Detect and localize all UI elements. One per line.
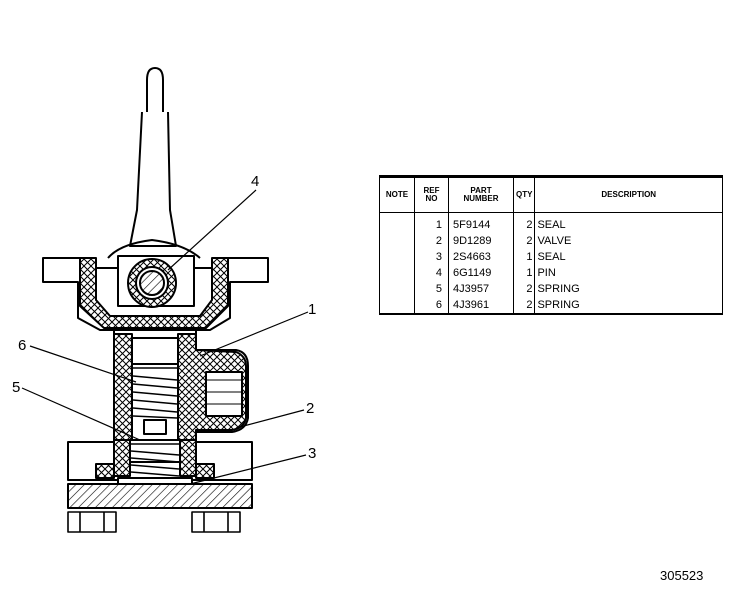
cell-note — [379, 297, 415, 315]
callout-6: 6 — [18, 337, 27, 354]
header-qty: QTY — [512, 175, 536, 213]
cell-description: SEAL — [534, 212, 723, 233]
table-row: 3 2S4663 1 SEAL — [379, 249, 723, 265]
handle-lever — [107, 67, 201, 259]
header-description: DESCRIPTION — [534, 175, 723, 213]
table-row: 2 9D1289 2 VALVE — [379, 233, 723, 249]
cell-note — [379, 281, 415, 297]
cell-ref: 1 — [414, 212, 449, 233]
cell-note — [379, 249, 415, 265]
leader-lines — [21, 189, 309, 485]
table-row: 5 4J3957 2 SPRING — [379, 281, 723, 297]
cell-qty: 2 — [513, 297, 536, 315]
cell-description: SPRING — [534, 297, 723, 315]
table-row: 6 4J3961 2 SPRING — [379, 297, 723, 315]
cell-description: VALVE — [534, 233, 723, 249]
cell-qty: 2 — [513, 233, 536, 249]
spring-part-6 — [132, 367, 178, 419]
callout-3: 3 — [308, 445, 317, 462]
valve-part-2 — [143, 419, 167, 435]
cell-ref: 6 — [414, 297, 449, 315]
valve-body — [113, 329, 249, 441]
figure-number: 305523 — [660, 568, 704, 583]
header-ref-line1: REF — [423, 186, 440, 195]
cell-part-number: 4J3961 — [448, 297, 514, 315]
callout-5: 5 — [12, 379, 21, 396]
spring-part-5 — [130, 443, 180, 477]
parts-table-header: NOTE REF NO PART NUMBER QTY DESCRIPTION — [379, 175, 723, 213]
parts-table: NOTE REF NO PART NUMBER QTY DESCRIPTION … — [379, 175, 723, 315]
callout-4: 4 — [251, 173, 260, 190]
header-note: NOTE — [379, 175, 415, 213]
table-row: 4 6G1149 1 PIN — [379, 265, 723, 281]
cell-qty: 2 — [513, 281, 536, 297]
callout-1: 1 — [308, 301, 317, 318]
cell-part-number: 9D1289 — [448, 233, 514, 249]
seal-part-3 — [67, 477, 253, 509]
cell-part-number: 6G1149 — [448, 265, 514, 281]
cell-part-number: 5F9144 — [448, 212, 514, 233]
cell-description: PIN — [534, 265, 723, 281]
cell-part-number: 4J3957 — [448, 281, 514, 297]
cell-ref: 3 — [414, 249, 449, 265]
header-part-number: PART NUMBER — [448, 175, 514, 213]
cell-note — [379, 265, 415, 281]
table-row: 1 5F9144 2 SEAL — [379, 212, 723, 233]
cell-qty: 2 — [513, 212, 536, 233]
cell-ref: 4 — [414, 265, 449, 281]
cell-ref: 2 — [414, 233, 449, 249]
header-part-line1: PART — [470, 186, 492, 195]
cell-note — [379, 233, 415, 249]
cell-qty: 1 — [513, 265, 536, 281]
callout-2: 2 — [306, 400, 315, 417]
cell-note — [379, 212, 415, 233]
cell-ref: 5 — [414, 281, 449, 297]
cell-description: SPRING — [534, 281, 723, 297]
pin-part-4 — [127, 258, 177, 308]
cell-part-number: 2S4663 — [448, 249, 514, 265]
cell-qty: 1 — [513, 249, 536, 265]
header-ref-no: REF NO — [414, 175, 449, 213]
header-part-line2: NUMBER — [463, 194, 499, 203]
header-ref-line2: NO — [425, 194, 438, 203]
mounting-nuts — [67, 511, 241, 533]
cell-description: SEAL — [534, 249, 723, 265]
